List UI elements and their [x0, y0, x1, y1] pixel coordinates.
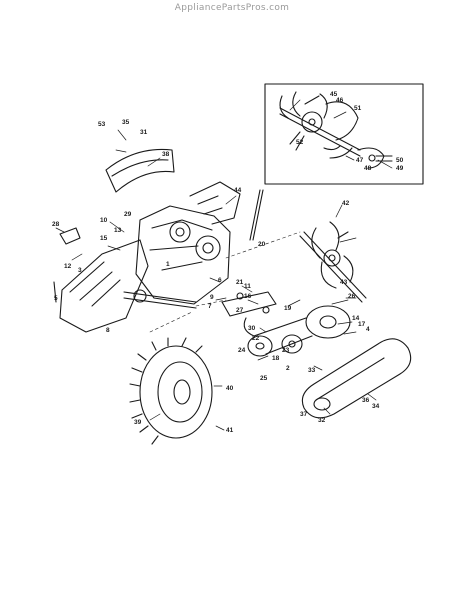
- callout-48: 48: [364, 165, 372, 172]
- callout-28: 28: [52, 221, 60, 228]
- part-callouts: 1234567891011121314151617181920212223242…: [52, 91, 404, 434]
- callout-22: 22: [252, 335, 260, 342]
- callout-38: 38: [162, 151, 170, 158]
- callout-4: 4: [366, 326, 370, 333]
- callout-13: 13: [114, 227, 122, 234]
- callout-8: 8: [106, 327, 110, 334]
- callout-24: 24: [238, 347, 246, 354]
- watermark: AppliancePartsPros.com: [174, 3, 290, 13]
- callout-25: 25: [260, 375, 268, 382]
- callout-32: 32: [318, 417, 326, 424]
- callout-52: 52: [296, 139, 304, 146]
- callout-18: 18: [272, 355, 280, 362]
- callout-42: 42: [342, 200, 350, 207]
- callout-30: 30: [248, 325, 256, 332]
- drive-linkage: [221, 291, 277, 337]
- callout-3: 3: [78, 267, 82, 274]
- callout-7: 7: [208, 303, 212, 310]
- callout-5: 5: [54, 295, 58, 302]
- callout-23: 23: [282, 347, 290, 354]
- callout-33: 33: [308, 367, 316, 374]
- callout-10: 10: [100, 217, 108, 224]
- callout-26: 26: [348, 293, 356, 300]
- callout-21: 21: [236, 279, 244, 286]
- tine-assembly: [299, 221, 367, 303]
- callout-50: 50: [396, 157, 404, 164]
- drive-belt-and-pulleys: [247, 305, 351, 357]
- callout-45: 45: [330, 91, 338, 98]
- callout-46: 46: [336, 97, 344, 104]
- callout-40: 40: [226, 385, 234, 392]
- callout-2: 2: [286, 365, 290, 372]
- callout-15: 15: [100, 235, 108, 242]
- callout-14: 14: [352, 315, 360, 322]
- tine-shield: [105, 148, 175, 193]
- callout-19: 19: [284, 305, 292, 312]
- callout-51: 51: [354, 105, 362, 112]
- callout-44: 44: [234, 187, 242, 194]
- callout-1: 1: [166, 261, 170, 268]
- belt-guard-cover: [301, 338, 412, 419]
- reference-lines: [149, 231, 301, 333]
- transmission-housing: [135, 181, 241, 305]
- leader-lines: [55, 99, 393, 431]
- depth-control-rod: [249, 189, 264, 241]
- callout-29: 29: [124, 211, 132, 218]
- callout-53: 53: [98, 121, 106, 128]
- callout-12: 12: [64, 263, 72, 270]
- callout-35: 35: [122, 119, 130, 126]
- axle-shaft: [123, 289, 197, 309]
- tine-detail-inset: [264, 83, 424, 185]
- callout-34: 34: [372, 403, 380, 410]
- wheel-tire: [129, 337, 213, 445]
- callout-20: 20: [258, 241, 266, 248]
- callout-37: 37: [300, 411, 308, 418]
- callout-27: 27: [236, 307, 244, 314]
- callout-16: 16: [244, 293, 252, 300]
- callout-31: 31: [140, 129, 148, 136]
- callout-36: 36: [362, 397, 370, 404]
- callout-6: 6: [218, 277, 222, 284]
- callout-11: 11: [244, 283, 251, 290]
- callout-47: 47: [356, 157, 364, 164]
- callout-41: 41: [226, 427, 234, 434]
- callout-49: 49: [396, 165, 404, 172]
- callout-9: 9: [210, 294, 214, 301]
- callout-43: 43: [340, 279, 348, 286]
- callout-17: 17: [358, 321, 366, 328]
- left-frame-bracket: [53, 227, 149, 333]
- callout-39: 39: [134, 419, 142, 426]
